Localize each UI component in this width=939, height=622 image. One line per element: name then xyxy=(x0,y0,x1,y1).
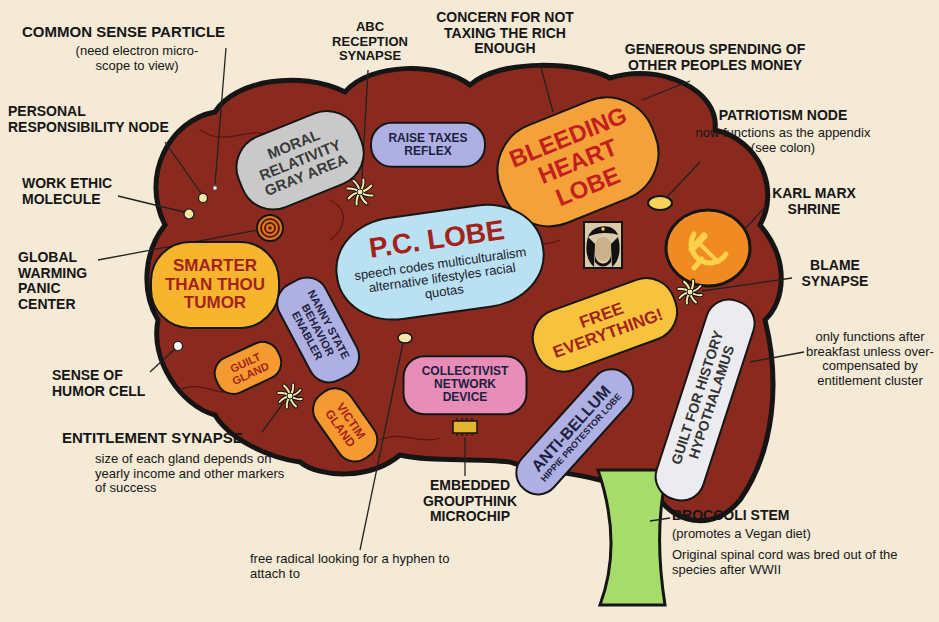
illustration-part xyxy=(357,189,363,195)
callout-note: (need electron micro-scope to view) xyxy=(62,44,212,73)
illustration-part xyxy=(601,227,605,231)
illustration-part xyxy=(750,352,804,362)
illustration-part xyxy=(694,259,702,268)
callout-label: WORK ETHIC MOLECULE xyxy=(22,176,122,207)
lobe-title: SMARTER THAN THOU TUMOR xyxy=(160,257,270,313)
illustration-part xyxy=(586,237,595,267)
callout-label: ABC RECEPTION SYNAPSE xyxy=(325,20,415,64)
che-portrait xyxy=(584,222,622,268)
illustration-part xyxy=(380,436,440,440)
hammer-and-sickle xyxy=(691,234,726,268)
common-sense-particle xyxy=(213,186,217,190)
callout-note: only functions after breakfast unless ov… xyxy=(806,330,934,388)
illustration-part xyxy=(265,223,275,233)
illustration-part xyxy=(540,64,553,112)
illustration-part xyxy=(261,219,279,237)
lobe-title: RAISE TAXES REFLEX xyxy=(380,132,476,158)
lobe-title: COLLECTIVIST NETWORK DEVICE xyxy=(411,365,520,405)
callout-label: PERSONAL RESPONSIBILITY NODE xyxy=(8,104,203,135)
karl-marx-shrine xyxy=(666,210,750,286)
illustration-part xyxy=(678,280,701,303)
illustration-part xyxy=(642,81,690,100)
callout-note: free radical looking for a hyphen to att… xyxy=(250,552,470,581)
illustration-part xyxy=(262,402,284,432)
illustration-part xyxy=(453,421,477,433)
callout-label: CONCERN FOR NOT TAXING THE RICH ENOUGH xyxy=(420,10,590,57)
illustration-part xyxy=(746,206,766,228)
illustration-part xyxy=(330,200,343,240)
illustration-part xyxy=(287,393,293,399)
illustration-part xyxy=(347,179,372,204)
illustration-part xyxy=(118,196,184,212)
callout-label: BROCCOLI STEM xyxy=(672,508,872,524)
callout-label: KARL MARX SHRINE xyxy=(764,186,864,217)
illustration-part xyxy=(268,226,272,230)
illustration-part xyxy=(588,226,618,237)
callout-note: (promotes a Vegan diet) xyxy=(672,527,922,542)
illustration-part xyxy=(150,349,175,372)
callout-label: GENEROUS SPENDING OF OTHER PEOPLES MONEY xyxy=(600,42,830,73)
illustration-part xyxy=(257,215,283,241)
groupthink-microchip xyxy=(453,418,477,436)
personal-responsibility-node xyxy=(199,194,208,203)
illustration-part xyxy=(692,236,704,249)
callout-label: COMMON SENSE PARTICLE xyxy=(22,24,262,41)
brain-lobe: RAISE TAXES REFLEX xyxy=(370,122,486,168)
illustration-part xyxy=(650,518,670,521)
callout-note: now functions as the appendix (see colon… xyxy=(683,126,883,155)
patriotism-node xyxy=(648,196,672,210)
callout-label: SENSE OF HUMOR CELL xyxy=(52,368,162,399)
work-ethic-molecule xyxy=(184,209,194,219)
illustration-part xyxy=(595,256,611,267)
illustration-part xyxy=(215,48,226,184)
callout-label: PATRIOTISM NODE xyxy=(683,108,883,124)
illustration-part xyxy=(702,278,792,291)
illustration-part xyxy=(678,280,701,303)
illustration-part xyxy=(699,243,718,262)
illustration-part xyxy=(457,418,472,436)
free-radical xyxy=(398,333,412,343)
callout-label: ENTITLEMENT SYNAPSE xyxy=(62,430,282,447)
illustration-part xyxy=(464,437,465,476)
illustration-part xyxy=(165,142,201,193)
brain-lobe: COLLECTIVIST NETWORK DEVICE xyxy=(403,355,528,415)
callout-label: EMBEDDED GROUPTHINK MICROCHIP xyxy=(405,478,535,525)
callout-note: size of each gland depends on yearly inc… xyxy=(95,452,295,496)
illustration-part xyxy=(594,237,612,261)
global-warming-spiral xyxy=(257,215,283,241)
illustration-part xyxy=(584,222,622,268)
illustration-part xyxy=(611,237,620,267)
illustration-part xyxy=(347,179,372,204)
illustration-part xyxy=(691,234,726,263)
callout-label: GLOBAL WARMING PANIC CENTER xyxy=(18,250,100,313)
callout-label: BLAME SYNAPSE xyxy=(790,258,880,289)
callout-note: Original spinal cord was bred out of the… xyxy=(672,548,934,577)
illustration-part xyxy=(687,289,693,295)
broccoli-stem xyxy=(598,470,668,605)
brain-lobe: SMARTER THAN THOU TUMOR xyxy=(150,241,280,329)
illustration-part xyxy=(666,162,700,198)
